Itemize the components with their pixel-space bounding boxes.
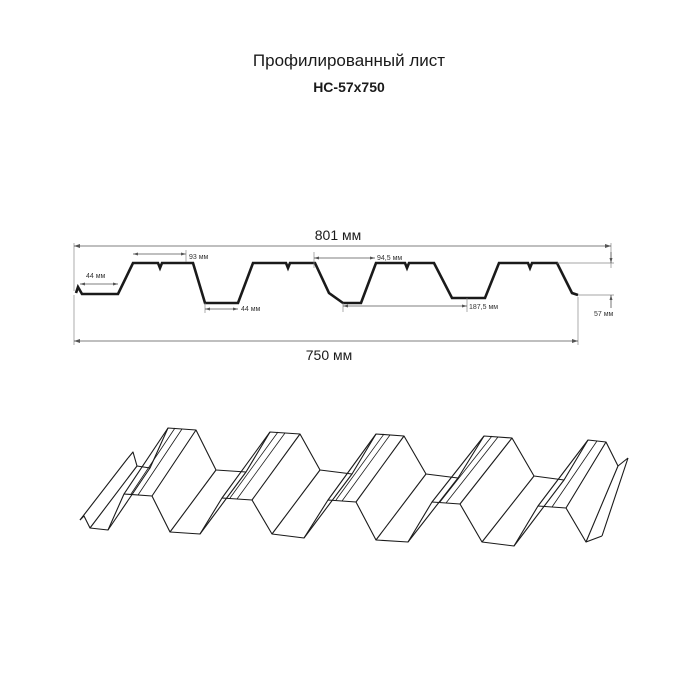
height-dimension: 57 мм [557, 252, 614, 318]
rib-top-label-2: 94,5 мм [377, 255, 402, 262]
height-label: 57 мм [594, 311, 614, 318]
sheet-back-edge [127, 427, 629, 481]
bottom-width-label: 44 мм [241, 306, 261, 313]
overall-width-label: 801 мм [315, 227, 362, 243]
profile-section-line [74, 261, 579, 305]
working-width-label: 750 мм [306, 347, 353, 363]
isometric-sheet [79, 427, 629, 547]
edge-width-label: 44 мм [86, 273, 106, 280]
bottom-width-dimension: 44 мм [204, 303, 261, 313]
sheet-rib-edges [79, 427, 629, 547]
pitch-dimension: 187,5 мм [342, 298, 498, 312]
rib-top-label: 93 мм [189, 254, 209, 261]
sheet-front-edge [79, 493, 603, 547]
diagram-title: Профилированный лист [253, 51, 445, 70]
cross-section: 801 мм 44 мм 93 мм 44 мм [73, 227, 614, 363]
diagram-model: НС-57х750 [313, 79, 385, 95]
rib-top-dimension-2: 94,5 мм [313, 252, 402, 268]
working-width-dimension: 750 мм [73, 295, 579, 363]
edge-width-dimension: 44 мм [80, 273, 118, 286]
pitch-label: 187,5 мм [469, 304, 498, 311]
overall-width-dimension: 801 мм [73, 227, 612, 291]
sheet-grooves [130, 427, 598, 508]
rib-top-dimension: 93 мм [133, 250, 209, 262]
